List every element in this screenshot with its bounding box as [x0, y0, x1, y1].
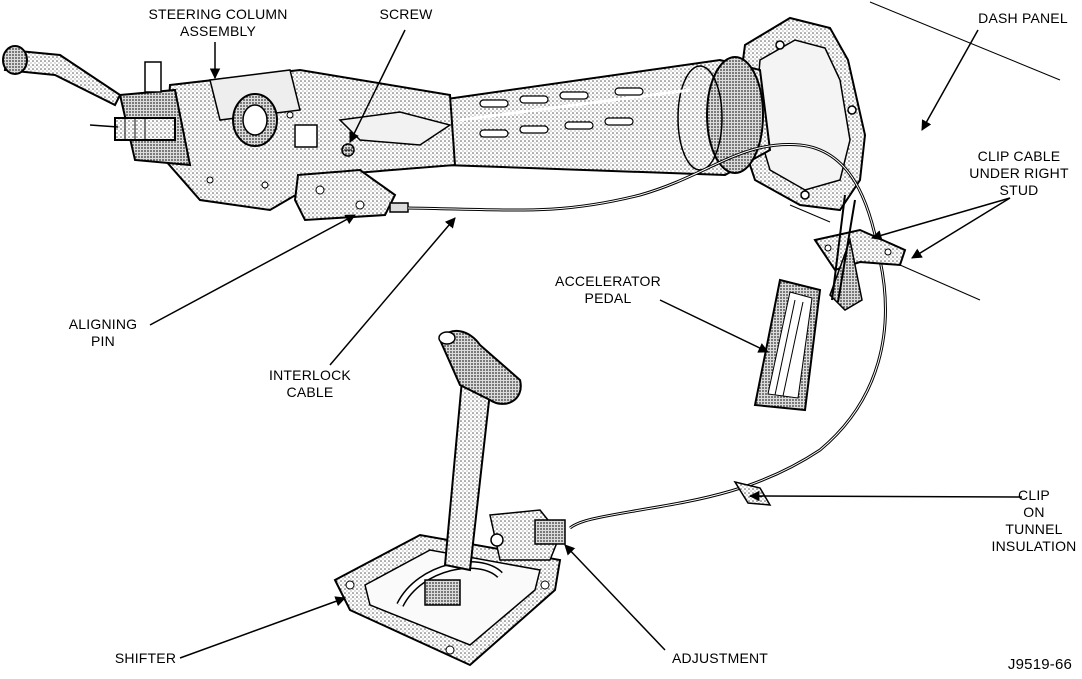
label-clip-tunnel-line1: CLIP: [1018, 487, 1050, 503]
label-accelerator-line1: ACCELERATOR: [555, 273, 661, 289]
leader-lines: [89, 29, 1023, 659]
label-interlock-cable: INTERLOCK CABLE: [260, 367, 360, 401]
label-aligning-pin-line1: ALIGNING: [68, 316, 138, 332]
screw: [341, 143, 355, 157]
leader-clip-cable-2: [911, 197, 1011, 259]
label-clip-cable-line1: CLIP CABLE: [977, 148, 1061, 164]
leader-lever-end: [89, 124, 119, 128]
label-steering-column: STEERING COLUMN ASSEMBLY: [138, 6, 298, 40]
label-clip-tunnel-line2: ON: [1023, 504, 1045, 520]
steering-column-tube: [428, 56, 772, 177]
leader-clip-cable-1: [870, 197, 1011, 241]
label-clip-cable-line3: STUD: [999, 182, 1039, 198]
label-screw: SCREW: [366, 6, 446, 23]
leader-screw: [349, 29, 406, 143]
label-dash-panel: DASH PANEL: [968, 10, 1078, 27]
label-interlock-line2: CABLE: [286, 384, 334, 400]
label-clip-tunnel-line4: INSULATION: [991, 538, 1077, 554]
label-screw-line1: SCREW: [379, 6, 433, 22]
label-clip-tunnel-line3: TUNNEL: [1005, 521, 1063, 537]
shifter-base: [333, 509, 566, 667]
steering-column-head: [114, 61, 457, 212]
label-clip-cable-line2: UNDER RIGHT: [969, 165, 1069, 181]
label-clip-cable: CLIP CABLE UNDER RIGHT STUD: [960, 148, 1078, 199]
label-aligning-pin: ALIGNING PIN: [58, 316, 148, 350]
leader-shifter: [179, 596, 346, 659]
label-accelerator-line2: PEDAL: [584, 290, 632, 306]
leader-aligning-pin: [149, 214, 356, 326]
label-steering-column-line2: ASSEMBLY: [179, 23, 257, 39]
label-steering-column-line1: STEERING COLUMN: [148, 6, 288, 22]
dash-flange: [733, 16, 867, 212]
label-interlock-line1: INTERLOCK: [269, 367, 351, 383]
label-accelerator-pedal: ACCELERATOR PEDAL: [548, 273, 668, 307]
leader-dash-panel: [921, 29, 979, 131]
label-aligning-pin-line2: PIN: [91, 333, 115, 349]
tunnel-clip: [733, 480, 772, 506]
leader-interlock-cable: [329, 217, 456, 366]
label-shifter: SHIFTER: [108, 650, 183, 667]
figure-id: J9519-66: [1000, 656, 1080, 673]
label-dash-panel-line1: DASH PANEL: [978, 10, 1068, 26]
label-adjustment-line1: ADJUSTMENT: [671, 650, 769, 666]
leader-tunnel-clip: [748, 490, 1023, 502]
leader-accelerator: [659, 299, 769, 353]
interlock-housing: [293, 168, 409, 222]
leader-adjustment: [564, 544, 666, 651]
shift-lever: [438, 330, 522, 572]
label-adjustment: ADJUSTMENT: [665, 650, 775, 667]
accelerator-pedal: [753, 194, 907, 412]
label-shifter-line1: SHIFTER: [114, 650, 177, 666]
figure-id-text: J9519-66: [1007, 656, 1073, 673]
dash-panel: [789, 1, 1061, 301]
label-clip-tunnel: CLIP ON TUNNEL INSULATION: [988, 487, 1080, 555]
turn-signal-lever: [2, 45, 122, 107]
